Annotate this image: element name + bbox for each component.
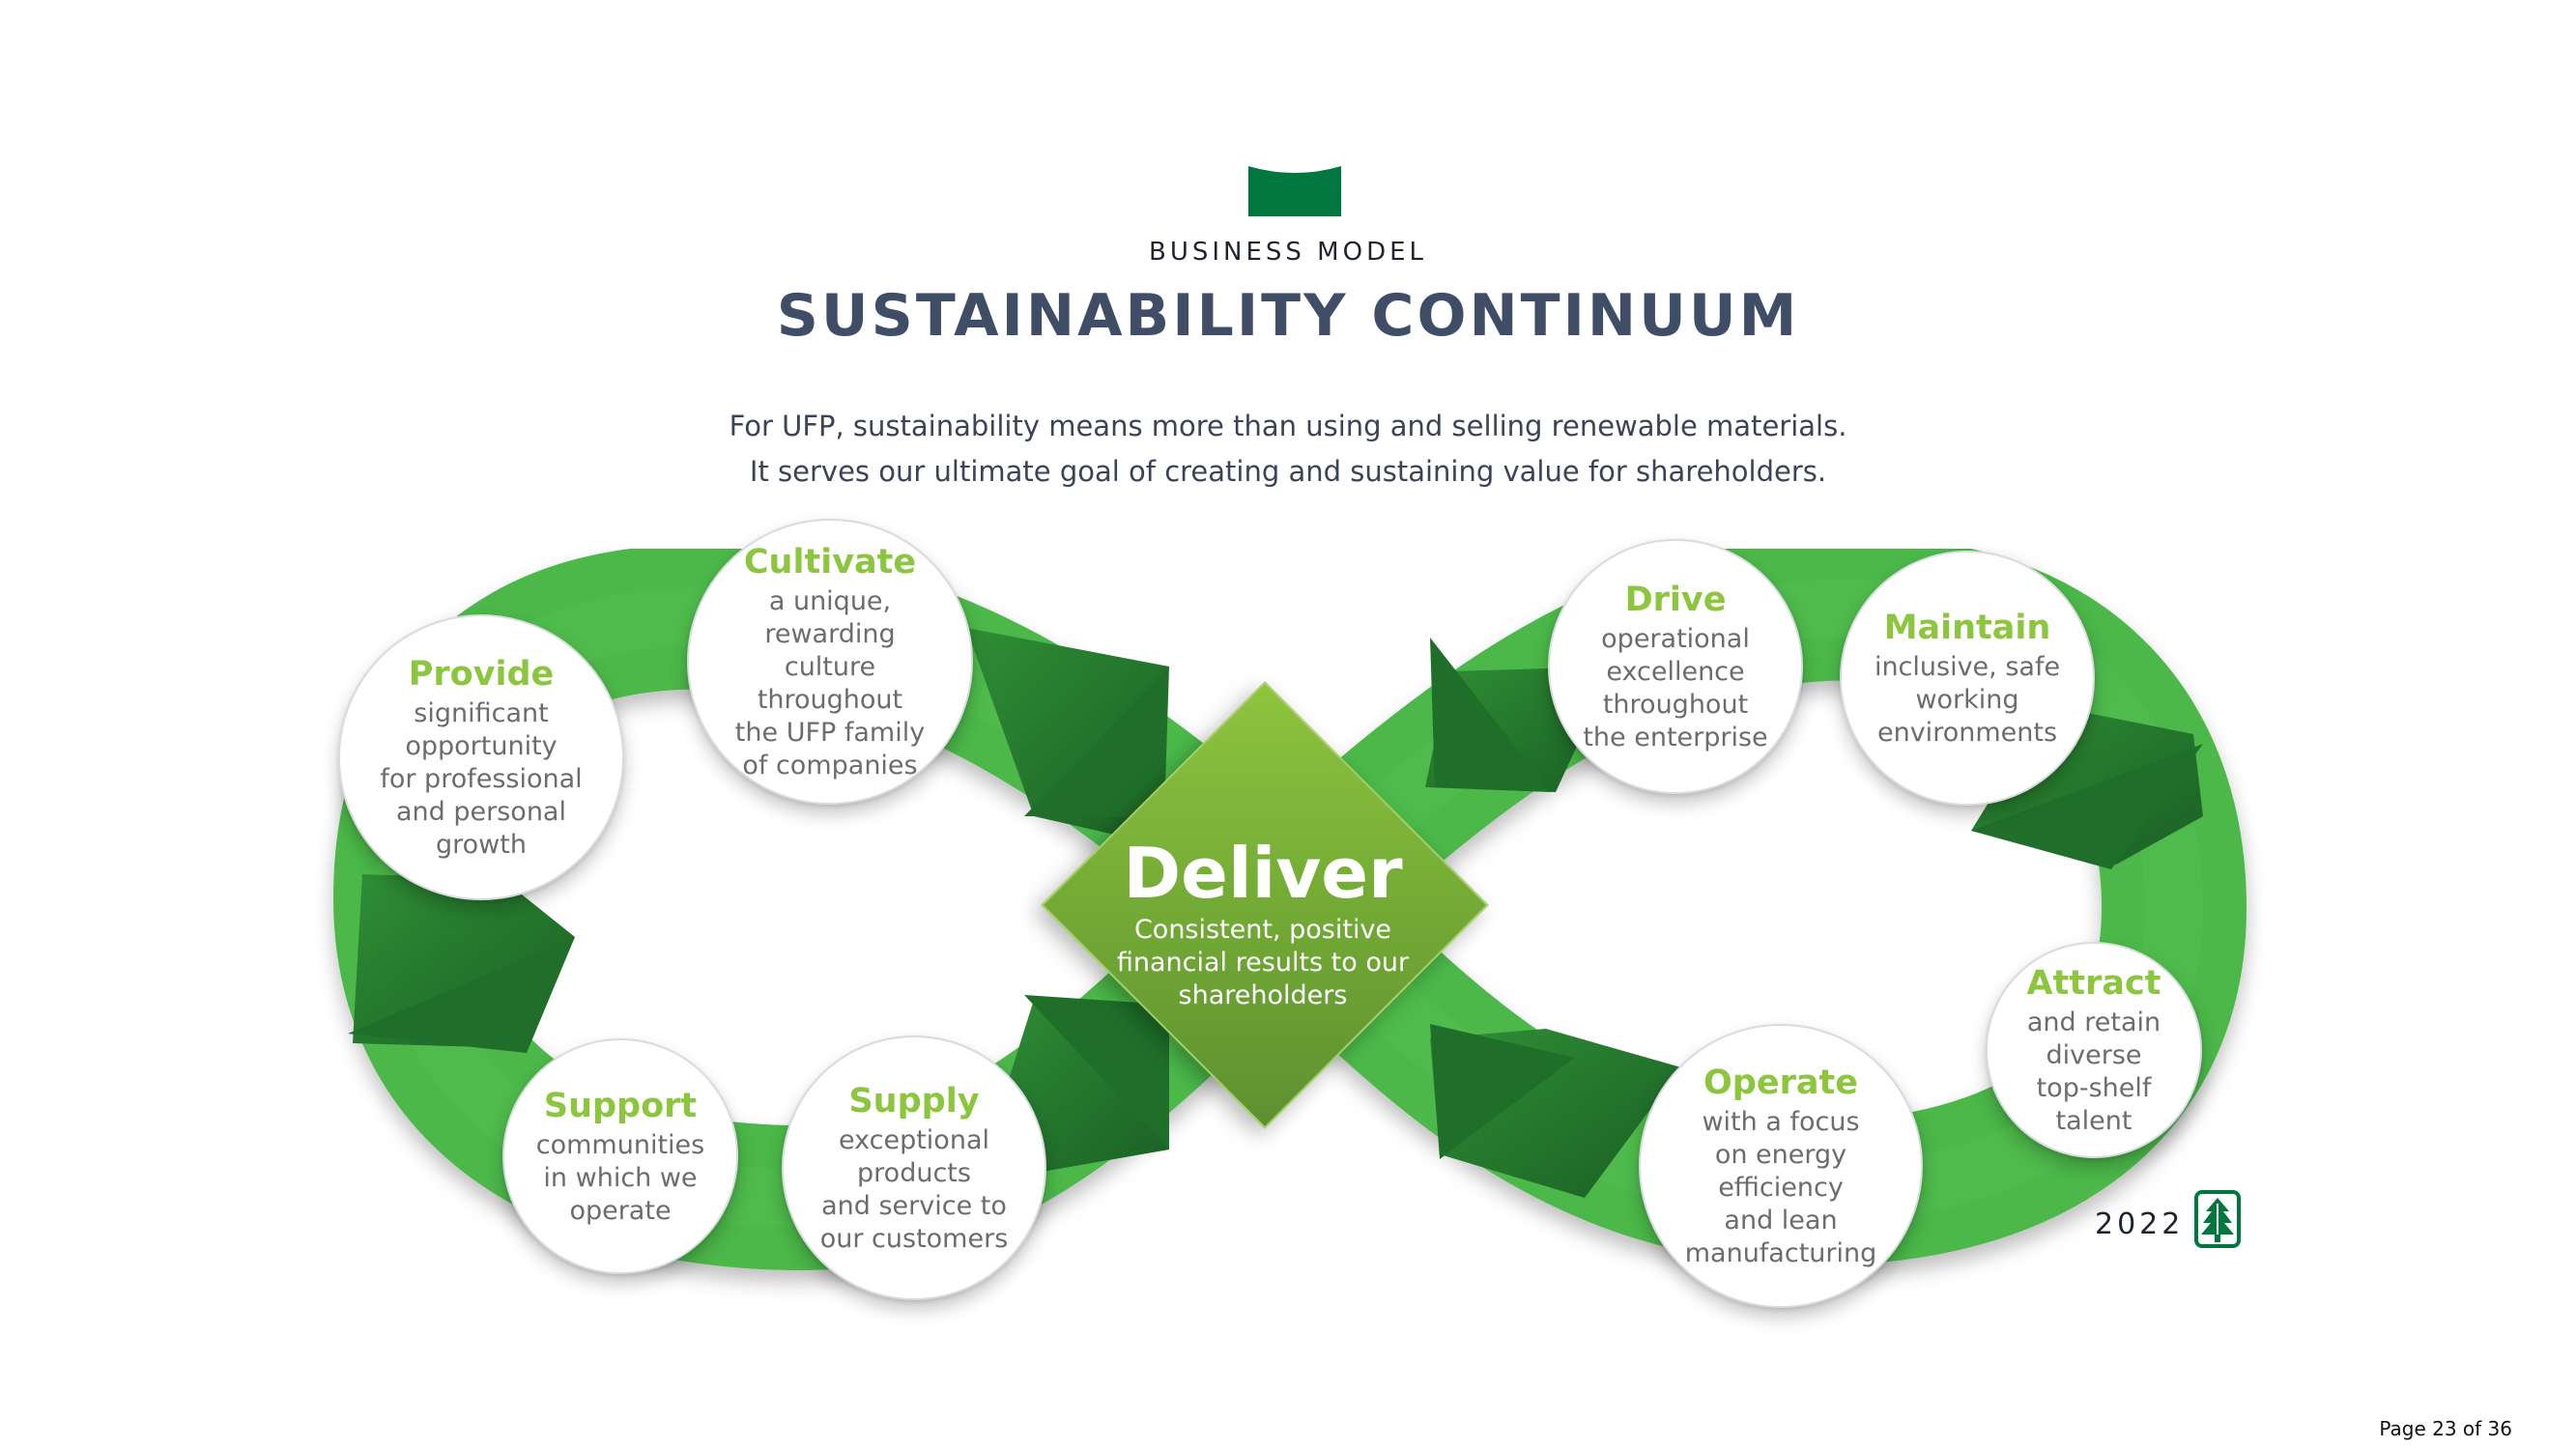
node-description-line: diverse — [2046, 1040, 2142, 1070]
node-description-line: the enterprise — [1583, 723, 1768, 752]
node-title: Provide — [408, 655, 555, 694]
node-description-line: talent — [2055, 1106, 2132, 1136]
node-description-line: throughout — [757, 685, 903, 715]
node-title: Operate — [1703, 1064, 1858, 1102]
node-description-line: of companies — [742, 751, 918, 781]
deliver-title: Deliver — [1123, 833, 1403, 914]
intro-line-1: For UFP, sustainability means more than … — [729, 410, 1847, 442]
arrow-head-upper-left — [1024, 667, 1169, 816]
node-description-line: operate — [569, 1196, 672, 1226]
node-description-line: culture — [784, 652, 876, 682]
node-description-line: environments — [1876, 718, 2058, 748]
node-description-line: exceptional — [838, 1125, 989, 1155]
green-banner-icon — [1248, 166, 1341, 216]
node-description-line: operational — [1601, 624, 1750, 654]
node-description-line: excellence — [1606, 657, 1745, 687]
arrow-head-lower-left — [1024, 995, 1169, 1150]
node-title: Drive — [1624, 581, 1727, 619]
deliver-line: shareholders — [1178, 980, 1348, 1010]
node-description-line: and lean — [1724, 1206, 1838, 1235]
node-description-line: a unique, — [768, 586, 892, 616]
node-description-line: throughout — [1602, 690, 1749, 720]
deliver-label: Deliver Consistent, positive financial r… — [1099, 833, 1427, 1012]
node-title: Attract — [2026, 964, 2161, 1003]
node-description-line: rewarding — [764, 619, 896, 649]
arrow-head-left — [348, 937, 575, 1053]
node-description-line: growth — [436, 830, 527, 860]
node-description-line: opportunity — [405, 731, 558, 761]
report-year: 2022 — [2095, 1207, 2185, 1241]
node-title: Cultivate — [743, 543, 917, 582]
node-description-line: the UFP family — [734, 718, 926, 748]
deliver-line: financial results to our — [1116, 948, 1410, 978]
node-description-line: and personal — [396, 797, 566, 827]
node-description-line: inclusive, safe — [1874, 652, 2061, 682]
page-number: Page 23 of 36 — [2379, 1417, 2512, 1440]
intro-line-2: It serves our ultimate goal of creating … — [749, 455, 1827, 488]
node-description-line: in which we — [543, 1163, 698, 1193]
node-description-line: with a focus — [1702, 1107, 1860, 1137]
node-description-line: products — [857, 1158, 971, 1188]
node-description-line: and service to — [821, 1191, 1007, 1221]
section-eyebrow: BUSINESS MODEL — [1148, 238, 1428, 267]
arrow-head-upper-right — [1430, 638, 1551, 792]
node-description-line: communities — [535, 1130, 705, 1160]
node-description-line: top-shelf — [2036, 1073, 2152, 1103]
tree-logo-icon — [2194, 1190, 2241, 1248]
page-title: SUSTAINABILITY CONTINUUM — [776, 282, 1800, 350]
node-title: Maintain — [1883, 609, 2051, 647]
node-description-line: our customers — [819, 1224, 1009, 1254]
node-description-line: efficiency — [1718, 1173, 1844, 1203]
node-description-line: working — [1915, 685, 2019, 715]
deliver-line: Consistent, positive — [1133, 915, 1392, 945]
node-description-line: and retain — [2026, 1008, 2161, 1037]
arrow-head-lower-right — [1430, 1024, 1575, 1159]
node-description-line: significant — [414, 698, 549, 728]
node-description-line: manufacturing — [1684, 1238, 1877, 1268]
intro-text: For UFP, sustainability means more than … — [0, 404, 2576, 495]
node-description-line: on energy — [1714, 1140, 1847, 1170]
node-description-line: for professional — [380, 764, 583, 794]
deliver-description: Consistent, positive financial results t… — [1099, 914, 1427, 1012]
arrow-head-right — [1971, 744, 2203, 869]
node-title: Support — [543, 1087, 698, 1125]
node-title: Supply — [848, 1082, 980, 1121]
